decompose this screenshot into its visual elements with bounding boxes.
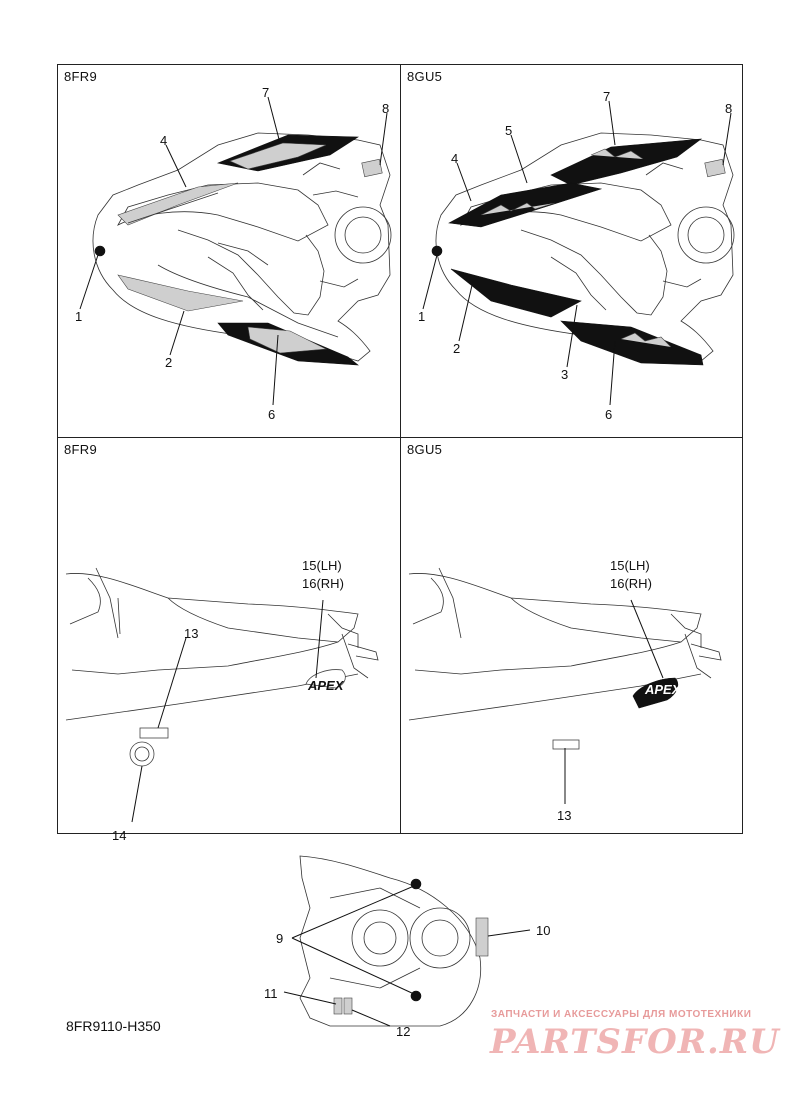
panel-label: 8FR9 bbox=[64, 442, 97, 457]
callout-9: 9 bbox=[276, 931, 283, 946]
callout-13: 13 bbox=[557, 808, 571, 823]
callout-6: 6 bbox=[605, 407, 612, 422]
callout-13: 13 bbox=[184, 626, 198, 641]
callout-1: 1 bbox=[418, 309, 425, 324]
callout-8: 8 bbox=[725, 101, 732, 116]
callout-2: 2 bbox=[165, 355, 172, 370]
label-13 bbox=[139, 727, 169, 739]
label-13 bbox=[552, 739, 580, 750]
bottom-hood-view: 9 10 11 12 bbox=[264, 848, 570, 1039]
panel-label: 8FR9 bbox=[64, 69, 97, 84]
parts-diagram-grid: 8FR9 7 bbox=[57, 64, 744, 843]
panel-label: 8GU5 bbox=[407, 69, 443, 84]
callout-5: 5 bbox=[505, 123, 512, 138]
callout-4: 4 bbox=[160, 133, 167, 148]
hood-front-view: 9 10 11 12 bbox=[264, 855, 550, 1039]
callout-16-rh: 16(RH) bbox=[302, 576, 344, 591]
callout-10: 10 bbox=[536, 923, 550, 938]
callout-15-lh: 15(LH) bbox=[302, 558, 342, 573]
callout-7: 7 bbox=[262, 85, 269, 100]
snowmobile-top-view-8fr9: 7 8 4 1 2 6 bbox=[75, 85, 392, 422]
callout-12: 12 bbox=[396, 1024, 410, 1039]
panel-bottom-right: 8GU5 APEX 13 15(LH) 16(RH) bbox=[401, 438, 744, 835]
callout-16-rh: 16(RH) bbox=[610, 576, 652, 591]
callout-3: 3 bbox=[561, 367, 568, 382]
cap-14 bbox=[129, 741, 155, 767]
callout-2: 2 bbox=[453, 341, 460, 356]
callout-11: 11 bbox=[264, 986, 278, 1001]
watermark-logo: PARTSFOR.RU bbox=[490, 1022, 780, 1062]
grid-divider-horizontal bbox=[58, 437, 742, 438]
panel-label: 8GU5 bbox=[407, 442, 443, 457]
panel-top-right: 8GU5 7 bbox=[401, 65, 744, 437]
callout-14: 14 bbox=[112, 828, 126, 843]
callout-15-lh: 15(LH) bbox=[610, 558, 650, 573]
callout-6: 6 bbox=[268, 407, 275, 422]
snowmobile-top-view-8gu5: 7 8 5 4 1 2 3 6 bbox=[418, 89, 735, 422]
grid-divider-vertical bbox=[400, 65, 401, 833]
apex-logo-text: APEX bbox=[644, 682, 682, 697]
watermark-tagline: ЗАПЧАСТИ И АКСЕССУАРЫ ДЛЯ МОТОТЕХНИКИ bbox=[491, 1009, 752, 1020]
panel-bottom-left: 8FR9 APEX 13 14 15(LH) 16(RH) bbox=[58, 438, 400, 843]
callout-4: 4 bbox=[451, 151, 458, 166]
diagram-code: 8FR9110-H350 bbox=[66, 1018, 161, 1034]
snowmobile-side-view-8gu5: APEX 13 15(LH) 16(RH) bbox=[408, 558, 722, 823]
apex-logo-text: APEX bbox=[307, 678, 345, 693]
panel-top-left: 8FR9 7 bbox=[58, 65, 400, 437]
callout-7: 7 bbox=[603, 89, 610, 104]
callout-1: 1 bbox=[75, 309, 82, 324]
callout-8: 8 bbox=[382, 101, 389, 116]
snowmobile-side-view-8fr9: APEX 13 14 15(LH) 16(RH) bbox=[65, 558, 379, 843]
